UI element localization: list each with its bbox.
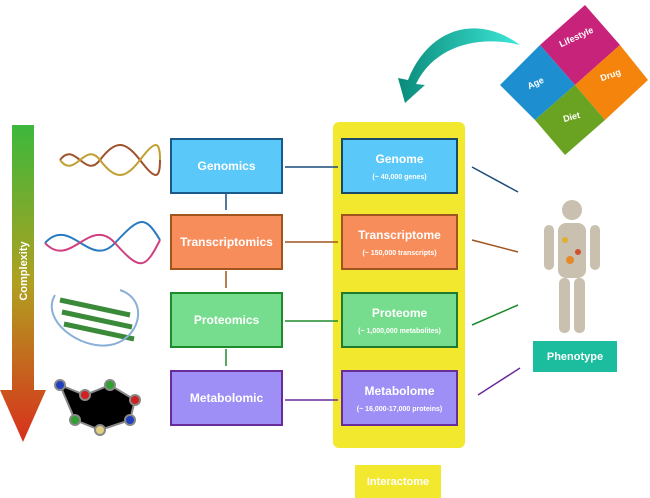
curved-teal-arrow <box>398 28 520 103</box>
proteomics-box: Proteomics <box>170 292 283 348</box>
transcriptomics-box: Transcriptomics <box>170 214 283 270</box>
metabolomic-label: Metabolomic <box>189 391 264 405</box>
human-figure-icon <box>544 200 600 333</box>
interactome-column <box>333 122 465 448</box>
transcriptome-box: Transcriptome (~ 150,000 transcripts) <box>341 214 458 270</box>
genome-label: Genome <box>375 151 424 166</box>
molecule-icon <box>54 379 141 436</box>
protein-structure-icon <box>50 289 139 347</box>
complexity-label: Complexity <box>18 241 30 301</box>
metabolomic-box: Metabolomic <box>170 370 283 426</box>
genomics-label: Genomics <box>197 159 256 173</box>
metabolome-box: Metabolome (~ 16,000-17,000 proteins) <box>341 370 458 426</box>
proteome-box: Proteome (~ 1,000,000 metabolites) <box>341 292 458 348</box>
proteomics-label: Proteomics <box>193 313 260 327</box>
genomics-box: Genomics <box>170 138 283 194</box>
transcriptome-count: (~ 150,000 transcripts) <box>362 249 437 257</box>
transcriptomics-label: Transcriptomics <box>180 235 273 249</box>
dna-icon <box>44 144 161 265</box>
metabolome-count: (~ 16,000-17,000 proteins) <box>356 405 443 413</box>
complexity-arrow <box>0 125 46 442</box>
transcriptome-label: Transcriptome <box>358 227 441 242</box>
genome-count: (~ 40,000 genes) <box>372 173 427 181</box>
genome-box: Genome (~ 40,000 genes) <box>341 138 458 194</box>
puzzle-icon <box>500 5 648 155</box>
proteome-count: (~ 1,000,000 metabolites) <box>358 327 441 335</box>
proteome-label: Proteome <box>371 305 428 320</box>
interactome-label: Interactome <box>355 465 441 498</box>
metabolome-label: Metabolome <box>364 383 435 398</box>
flow-arrows <box>225 166 521 401</box>
phenotype-label: Phenotype <box>533 341 617 372</box>
